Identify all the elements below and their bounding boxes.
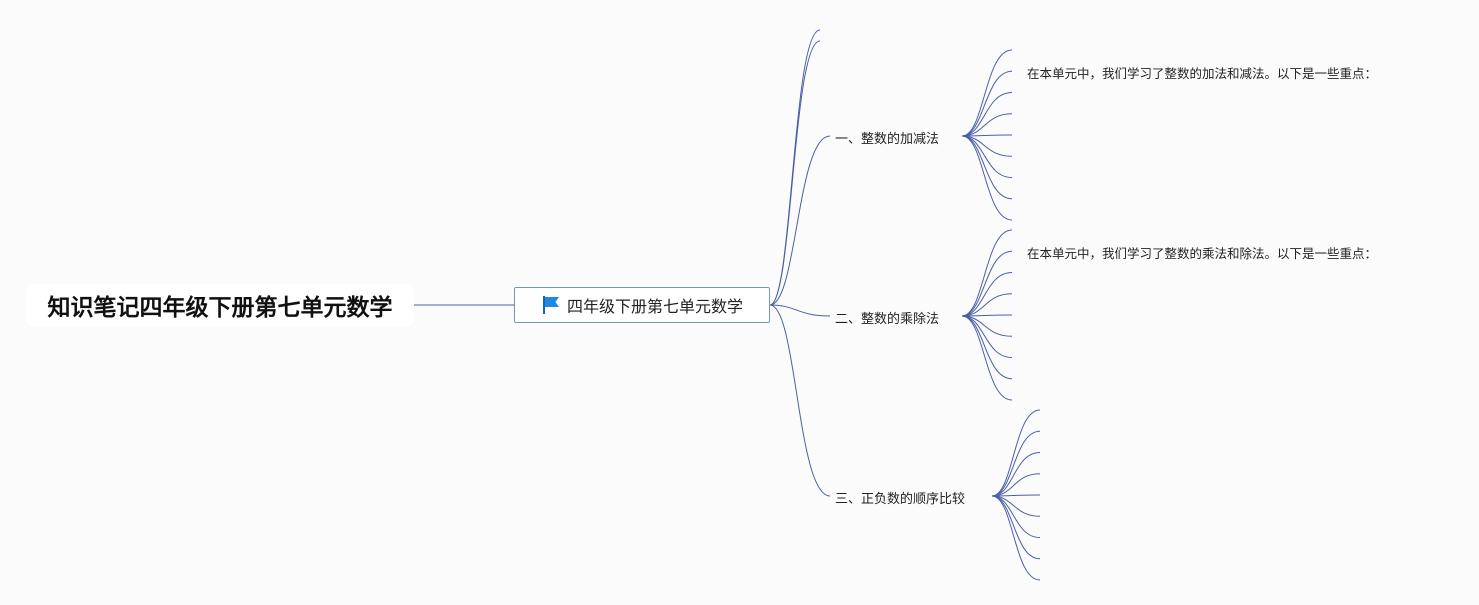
branch-node-multiplication-division[interactable]: 二、整数的乘除法: [835, 308, 939, 327]
center-node[interactable]: 四年级下册第七单元数学: [514, 287, 770, 323]
branch-label: 三、正负数的顺序比较: [835, 492, 966, 507]
connector-branch-leaf: [991, 495, 1041, 560]
connector-branch-leaf: [961, 250, 1013, 317]
connector-branch-leaf: [961, 272, 1013, 317]
connector-center-branch: [769, 135, 831, 306]
connector-branch-leaf: [991, 495, 1041, 581]
root-node[interactable]: 知识笔记四年级下册第七单元数学: [26, 284, 414, 326]
branch-label: 一、整数的加减法: [835, 132, 940, 147]
connector-branch-leaf: [961, 135, 1013, 221]
flag-icon: [542, 296, 559, 314]
connector-branch-leaf: [961, 70, 1013, 137]
connector-branch-leaf: [991, 409, 1041, 497]
connector-branch-leaf: [991, 452, 1041, 497]
connector-branch-leaf: [961, 92, 1013, 137]
root-node-label: 知识笔记四年级下册第七单元数学: [47, 295, 393, 321]
connector-branch-leaf: [961, 315, 1013, 380]
connector-center-branch: [769, 304, 831, 497]
detail-node-addition-subtraction[interactable]: 在本单元中，我们学习了整数的加法和减法。以下是一些重点：: [1027, 63, 1377, 82]
connector-branch-leaf: [961, 49, 1013, 137]
connector-branch-leaf: [961, 293, 1013, 317]
detail-text: 在本单元中，我们学习了整数的加法和减法。以下是一些重点：: [1027, 66, 1378, 81]
connector-branch-leaf: [961, 229, 1013, 317]
connector-branch-leaf: [991, 473, 1041, 497]
connector-branch-leaf: [991, 430, 1041, 497]
connector-branch-leaf: [961, 135, 1013, 178]
center-node-label: 四年级下册第七单元数学: [566, 297, 743, 316]
connector-branch-leaf: [961, 113, 1013, 137]
connector-branch-leaf: [961, 315, 1013, 401]
connector-branch-leaf: [961, 315, 1013, 358]
connector-center-branch: [769, 29, 821, 306]
connector-center-branch: [769, 304, 831, 317]
connector-center-branch: [769, 40, 821, 306]
branch-node-addition-subtraction[interactable]: 一、整数的加减法: [835, 128, 939, 147]
detail-node-multiplication-division[interactable]: 在本单元中，我们学习了整数的乘法和除法。以下是一些重点：: [1027, 243, 1377, 262]
branch-label: 二、整数的乘除法: [835, 312, 940, 327]
detail-text: 在本单元中，我们学习了整数的乘法和除法。以下是一些重点：: [1027, 246, 1378, 261]
connector-branch-leaf: [961, 135, 1013, 200]
connector-branch-leaf: [991, 495, 1041, 538]
branch-node-positive-negative-order[interactable]: 三、正负数的顺序比较: [835, 488, 965, 507]
